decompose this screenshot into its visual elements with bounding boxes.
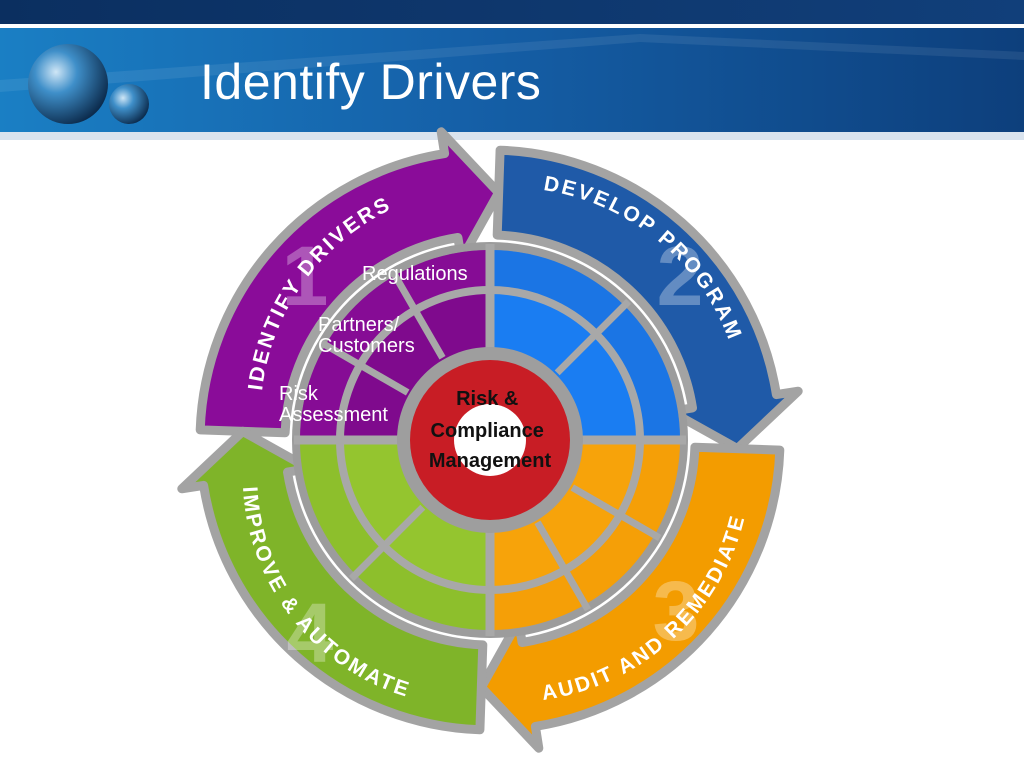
center-hub: Risk & Compliance Management bbox=[397, 347, 583, 533]
header-banner bbox=[0, 0, 1024, 140]
hub-label: Risk & Compliance Management bbox=[429, 388, 552, 472]
phase-number: 4 bbox=[287, 586, 334, 680]
segment-dividers bbox=[294, 244, 686, 636]
hub-label-line: Management bbox=[429, 450, 552, 472]
driver-label-partners: Partners/ Customers bbox=[318, 314, 415, 357]
phase-number: 1 bbox=[282, 229, 329, 323]
driver-label-regulations: Regulations bbox=[362, 263, 468, 285]
divider-spoke bbox=[348, 504, 426, 582]
hub-label-line: Compliance bbox=[431, 420, 544, 442]
divider-spoke bbox=[388, 268, 446, 360]
hub-label-line: Risk & bbox=[456, 388, 518, 410]
phase-arrow bbox=[177, 426, 488, 735]
phase-number: 2 bbox=[657, 229, 704, 323]
divider-spoke bbox=[318, 338, 410, 396]
phase-arrows bbox=[177, 127, 803, 753]
slide-title: Identify Drivers bbox=[200, 54, 542, 110]
phase-arrow bbox=[476, 442, 785, 753]
small-sphere-icon bbox=[109, 84, 149, 124]
phase-numbers: 1 2 3 4 bbox=[282, 229, 704, 680]
divider-spoke bbox=[534, 520, 592, 612]
phase-number: 3 bbox=[653, 564, 700, 658]
divider-spoke bbox=[554, 298, 632, 376]
driver-label-risk: Risk Assessment bbox=[279, 383, 388, 426]
phase-arrow bbox=[195, 127, 504, 438]
phase-arrow bbox=[492, 145, 803, 454]
large-sphere-icon bbox=[28, 44, 108, 124]
hub-center bbox=[454, 404, 526, 476]
divider-spoke bbox=[570, 484, 662, 542]
slide-header: Identify Drivers bbox=[0, 0, 1024, 140]
